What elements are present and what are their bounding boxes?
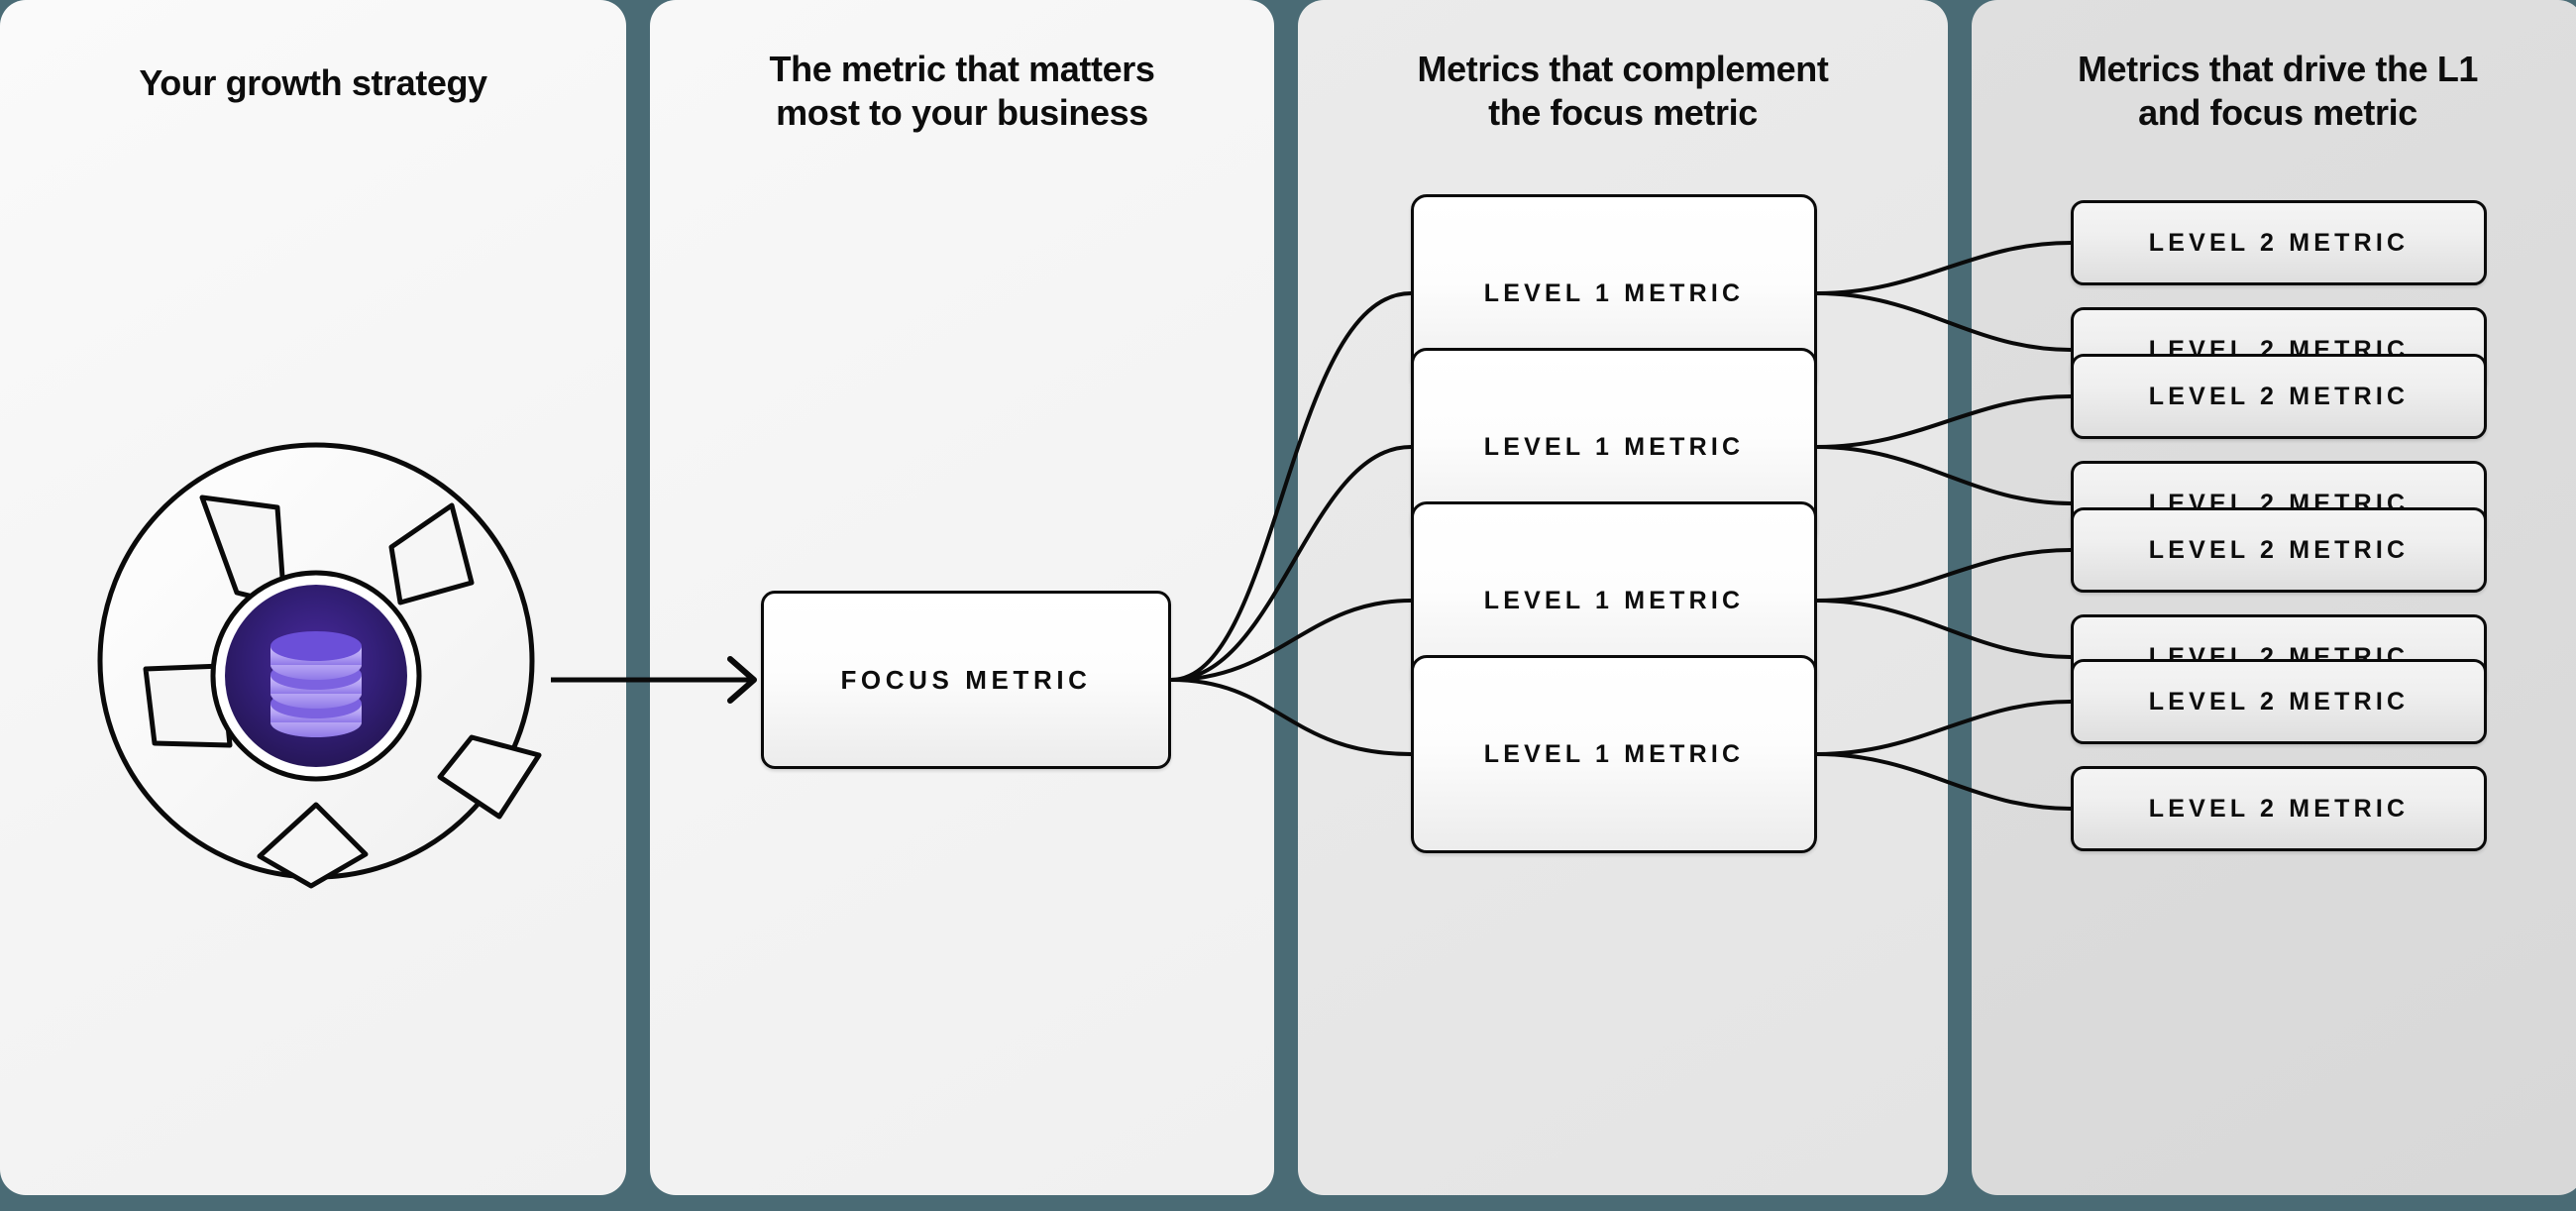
column-panel-driver-metrics bbox=[1972, 0, 2576, 1195]
level2-metric-node-5[interactable]: LEVEL 2 METRIC bbox=[2071, 507, 2487, 593]
level2-metric-node-1[interactable]: LEVEL 2 METRIC bbox=[2071, 200, 2487, 285]
growth-strategy-pinwheel-logo bbox=[97, 442, 542, 889]
column-title-complement-metrics: Metrics that complement the focus metric bbox=[1417, 49, 1829, 133]
level2-metric-node-3[interactable]: LEVEL 2 METRIC bbox=[2071, 354, 2487, 439]
column-title-driver-metrics: Metrics that drive the L1 and focus metr… bbox=[2077, 49, 2479, 133]
column-title-focus-metric: The metric that matters most to your bus… bbox=[769, 49, 1155, 133]
level2-metric-node-8[interactable]: LEVEL 2 METRIC bbox=[2071, 766, 2487, 851]
level1-metric-node-4[interactable]: LEVEL 1 METRIC bbox=[1411, 655, 1817, 853]
focus-metric-node[interactable]: FOCUS METRIC bbox=[761, 591, 1171, 769]
level2-metric-node-7[interactable]: LEVEL 2 METRIC bbox=[2071, 659, 2487, 744]
column-title-growth-strategy: Your growth strategy bbox=[139, 62, 487, 103]
